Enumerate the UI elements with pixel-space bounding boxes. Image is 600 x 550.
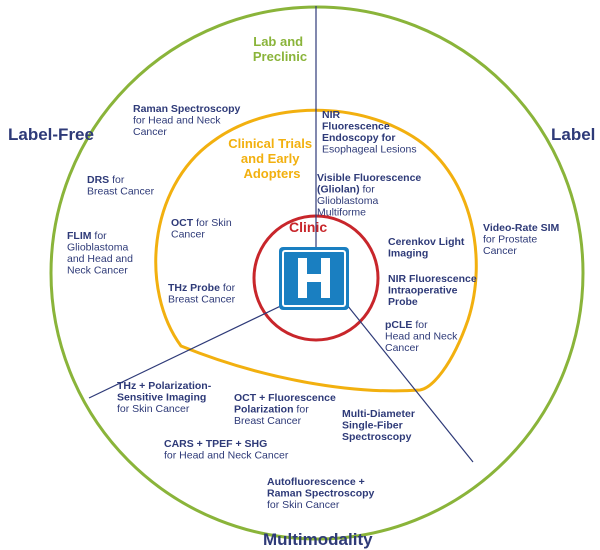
sector-label-free: Label-Free — [8, 125, 94, 144]
technique-thz-pol-text: for Skin Cancer — [117, 403, 190, 415]
technique-nir-endo-text: Fluorescence — [322, 121, 390, 133]
technique-pcle-text: Cancer — [385, 342, 419, 354]
technique-drs-text: Breast Cancer — [87, 186, 155, 198]
technique-thz-pol-text: Sensitive Imaging — [117, 392, 206, 404]
technique-auto-text: for Skin Cancer — [267, 499, 340, 511]
technique-sim-text: for Prostate — [483, 234, 537, 246]
technique-oct-fl-text: OCT + Fluorescence — [234, 392, 336, 404]
technique-sim-text: Video-Rate SIM — [483, 222, 559, 234]
technique-oct-text: Cancer — [171, 229, 205, 241]
technique-nir-probe-text: Probe — [388, 296, 418, 308]
technique-auto-text: Autofluorescence + — [267, 476, 365, 488]
technique-thz-text: for — [220, 282, 236, 294]
divider-right — [334, 289, 474, 463]
technique-cars-text: for Head and Neck Cancer — [164, 450, 289, 462]
technique-flim-text: FLIM — [67, 230, 92, 242]
technique-pcle-text: for — [412, 319, 428, 331]
middle-ring — [154, 108, 478, 393]
technique-drs-text: DRS — [87, 174, 109, 186]
technique-visible-text: for — [360, 184, 376, 196]
sector-label: Label — [551, 125, 595, 144]
technique-nir-endo-text: Endoscopy — [322, 132, 379, 144]
technique-flim-text: for — [92, 230, 108, 242]
technique-pcle-text: pCLE — [385, 319, 412, 331]
technique-raman-text: for Head and Neck — [133, 115, 221, 127]
technique-cars-text: CARS + TPEF + SHG — [164, 438, 267, 450]
technique-flim-text: Neck Cancer — [67, 265, 128, 277]
technique-visible-text: Glioblastoma — [317, 195, 378, 207]
divider-left — [88, 289, 315, 399]
technique-thz-pol-text: THz + Polarization- — [117, 380, 212, 392]
technique-nir-probe-text: NIR Fluorescence — [388, 273, 477, 285]
technique-multi-text: Spectroscopy — [342, 431, 412, 443]
technique-cerenkov-text: Imaging — [388, 248, 428, 260]
ring-label-middle: Clinical Trials and Early Adopters — [228, 136, 315, 181]
technique-visible-text: Visible Fluorescence — [317, 172, 421, 184]
technique-multi-text: Single-Fiber — [342, 420, 403, 432]
technique-sim-text: Cancer — [483, 245, 517, 257]
technique-pcle-text: Head and Neck — [385, 331, 458, 343]
sector-multimodality: Multimodality — [263, 530, 373, 549]
technique-auto-text: Raman Spectroscopy — [267, 488, 375, 500]
technique-visible-text: (Gliolan) — [317, 184, 360, 196]
technique-flim-text: and Head and — [67, 253, 133, 265]
technique-raman-text: Cancer — [133, 126, 167, 138]
technique-nir-endo-text: NIR — [322, 109, 341, 121]
technique-oct-fl-text: Polarization — [234, 404, 294, 416]
technique-oct-text: OCT — [171, 217, 194, 229]
technique-nir-probe-text: Intraoperative — [388, 285, 458, 297]
technique-nir-endo-text: for — [379, 132, 396, 144]
hospital-h-icon — [279, 247, 349, 310]
technique-thz-text: THz Probe — [168, 282, 220, 294]
technique-drs-text: for — [109, 174, 125, 186]
technique-thz-text: Breast Cancer — [168, 294, 236, 306]
outer-ring — [49, 5, 585, 541]
technique-flim-text: Glioblastoma — [67, 242, 128, 254]
ring-label-outer: Lab and Preclinic — [253, 34, 307, 64]
technique-nir-endo-text: Esophageal Lesions — [322, 144, 417, 156]
technique-multi-text: Multi-Diameter — [342, 408, 415, 420]
technique-oct-fl-text: for — [294, 404, 310, 416]
technique-raman-text: Raman Spectroscopy — [133, 103, 241, 115]
technique-oct-fl-text: Breast Cancer — [234, 415, 302, 427]
technique-oct-text: for Skin — [193, 217, 232, 229]
technique-cerenkov-text: Cerenkov Light — [388, 236, 465, 248]
technique-visible-text: Multiforme — [317, 207, 366, 219]
ring-label-inner: Clinic — [289, 219, 327, 235]
